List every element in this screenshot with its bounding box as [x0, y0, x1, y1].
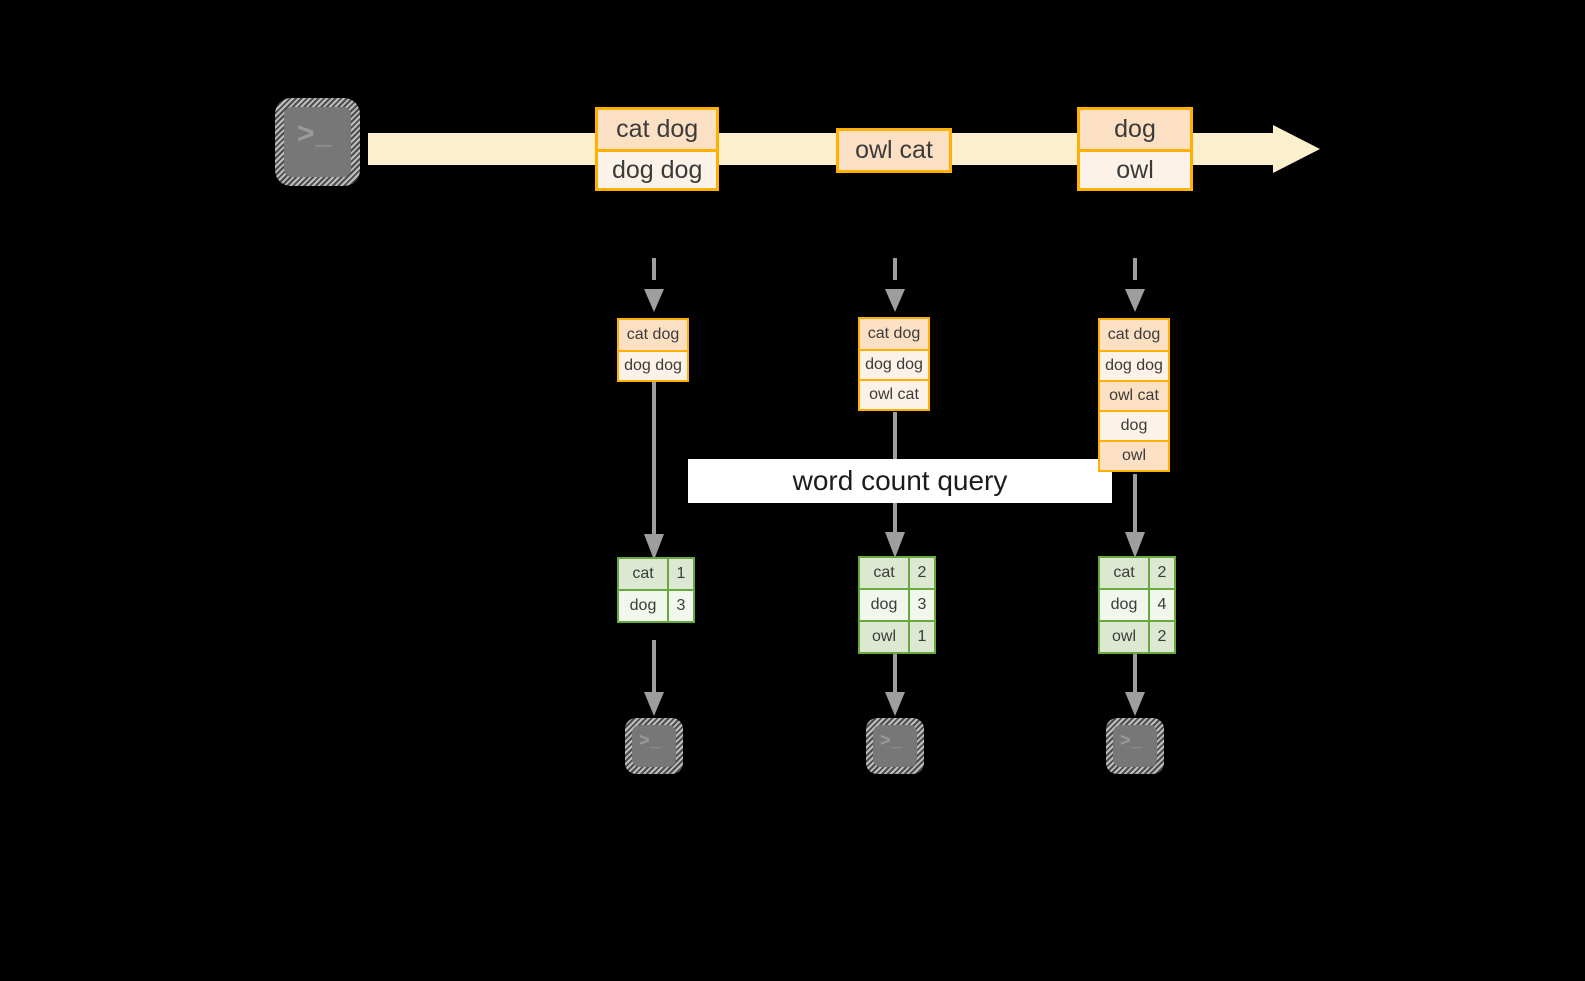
stream-record-line: dog dog: [598, 149, 717, 188]
stream-record-3[interactable]: dog owl: [1077, 107, 1193, 191]
snapshot-input-line: owl: [1100, 440, 1168, 470]
connector-arrow-snapshot1-sink: [641, 640, 667, 718]
dashed-down-arrow-icon-2: [882, 258, 908, 316]
snapshot-2-input-stack[interactable]: cat dog dog dog owl cat: [858, 317, 930, 411]
stream-record-1[interactable]: cat dog dog dog: [595, 107, 720, 191]
table-row: owl 1: [860, 620, 934, 652]
table-row: cat 2: [860, 558, 934, 588]
stream-record-line: cat dog: [598, 110, 717, 149]
snapshot-input-line: dog dog: [860, 349, 928, 379]
terminal-prompt-glyph: >_: [1120, 730, 1143, 750]
snapshot-2-sink-terminal-icon[interactable]: >_: [866, 718, 924, 774]
result-count: 2: [1148, 558, 1174, 588]
stream-record-line: owl cat: [839, 131, 949, 170]
result-count: 2: [1148, 622, 1174, 652]
snapshot-3-result-table[interactable]: cat 2 dog 4 owl 2: [1098, 556, 1176, 654]
source-terminal-icon[interactable]: >_: [275, 98, 360, 186]
snapshot-1-input-stack[interactable]: cat dog dog dog: [617, 318, 689, 382]
snapshot-3-sink-terminal-icon[interactable]: >_: [1106, 718, 1164, 774]
table-row: cat 1: [619, 559, 693, 589]
query-label: word count query: [792, 465, 1008, 496]
result-count: 4: [1148, 590, 1174, 620]
table-row: dog 3: [619, 589, 693, 621]
connector-arrow-snapshot2-sink: [882, 650, 908, 718]
stream-record-line: dog: [1080, 110, 1190, 149]
terminal-prompt-glyph: >_: [880, 730, 903, 750]
stream-record-2[interactable]: owl cat: [836, 128, 952, 173]
snapshot-input-line: cat dog: [619, 320, 687, 350]
result-word: owl: [1100, 622, 1148, 652]
result-word: cat: [1100, 558, 1148, 588]
table-row: dog 3: [860, 588, 934, 620]
dashed-down-arrow-icon-1: [641, 258, 667, 316]
result-count: 1: [667, 559, 693, 589]
snapshot-1-sink-terminal-icon[interactable]: >_: [625, 718, 683, 774]
snapshot-2-result-table[interactable]: cat 2 dog 3 owl 1: [858, 556, 936, 654]
snapshot-input-line: cat dog: [860, 319, 928, 349]
snapshot-input-line: dog dog: [619, 350, 687, 380]
query-label-band: word count query: [688, 459, 1112, 503]
result-word: dog: [860, 590, 908, 620]
snapshot-input-line: dog: [1100, 410, 1168, 440]
result-count: 3: [667, 591, 693, 621]
table-row: dog 4: [1100, 588, 1174, 620]
result-word: cat: [619, 559, 667, 589]
result-count: 1: [908, 622, 934, 652]
connector-arrow-snapshot1-result: [641, 382, 667, 562]
table-row: owl 2: [1100, 620, 1174, 652]
result-word: cat: [860, 558, 908, 588]
snapshot-input-line: owl cat: [860, 379, 928, 409]
dashed-down-arrow-icon-3: [1122, 258, 1148, 316]
connector-arrow-snapshot3-sink: [1122, 650, 1148, 718]
result-word: dog: [619, 591, 667, 621]
terminal-prompt-glyph: >_: [639, 730, 662, 750]
terminal-body: [873, 725, 917, 767]
snapshot-input-line: cat dog: [1100, 320, 1168, 350]
result-count: 3: [908, 590, 934, 620]
terminal-prompt-glyph: >_: [297, 117, 334, 150]
result-word: dog: [1100, 590, 1148, 620]
connector-arrow-snapshot3-result: [1122, 474, 1148, 560]
terminal-body: [632, 725, 676, 767]
terminal-body: [1113, 725, 1157, 767]
snapshot-input-line: owl cat: [1100, 380, 1168, 410]
snapshot-3-input-stack[interactable]: cat dog dog dog owl cat dog owl: [1098, 318, 1170, 472]
result-word: owl: [860, 622, 908, 652]
snapshot-input-line: dog dog: [1100, 350, 1168, 380]
snapshot-1-result-table[interactable]: cat 1 dog 3: [617, 557, 695, 623]
result-count: 2: [908, 558, 934, 588]
table-row: cat 2: [1100, 558, 1174, 588]
stream-record-line: owl: [1080, 149, 1190, 188]
terminal-body: [284, 107, 351, 177]
